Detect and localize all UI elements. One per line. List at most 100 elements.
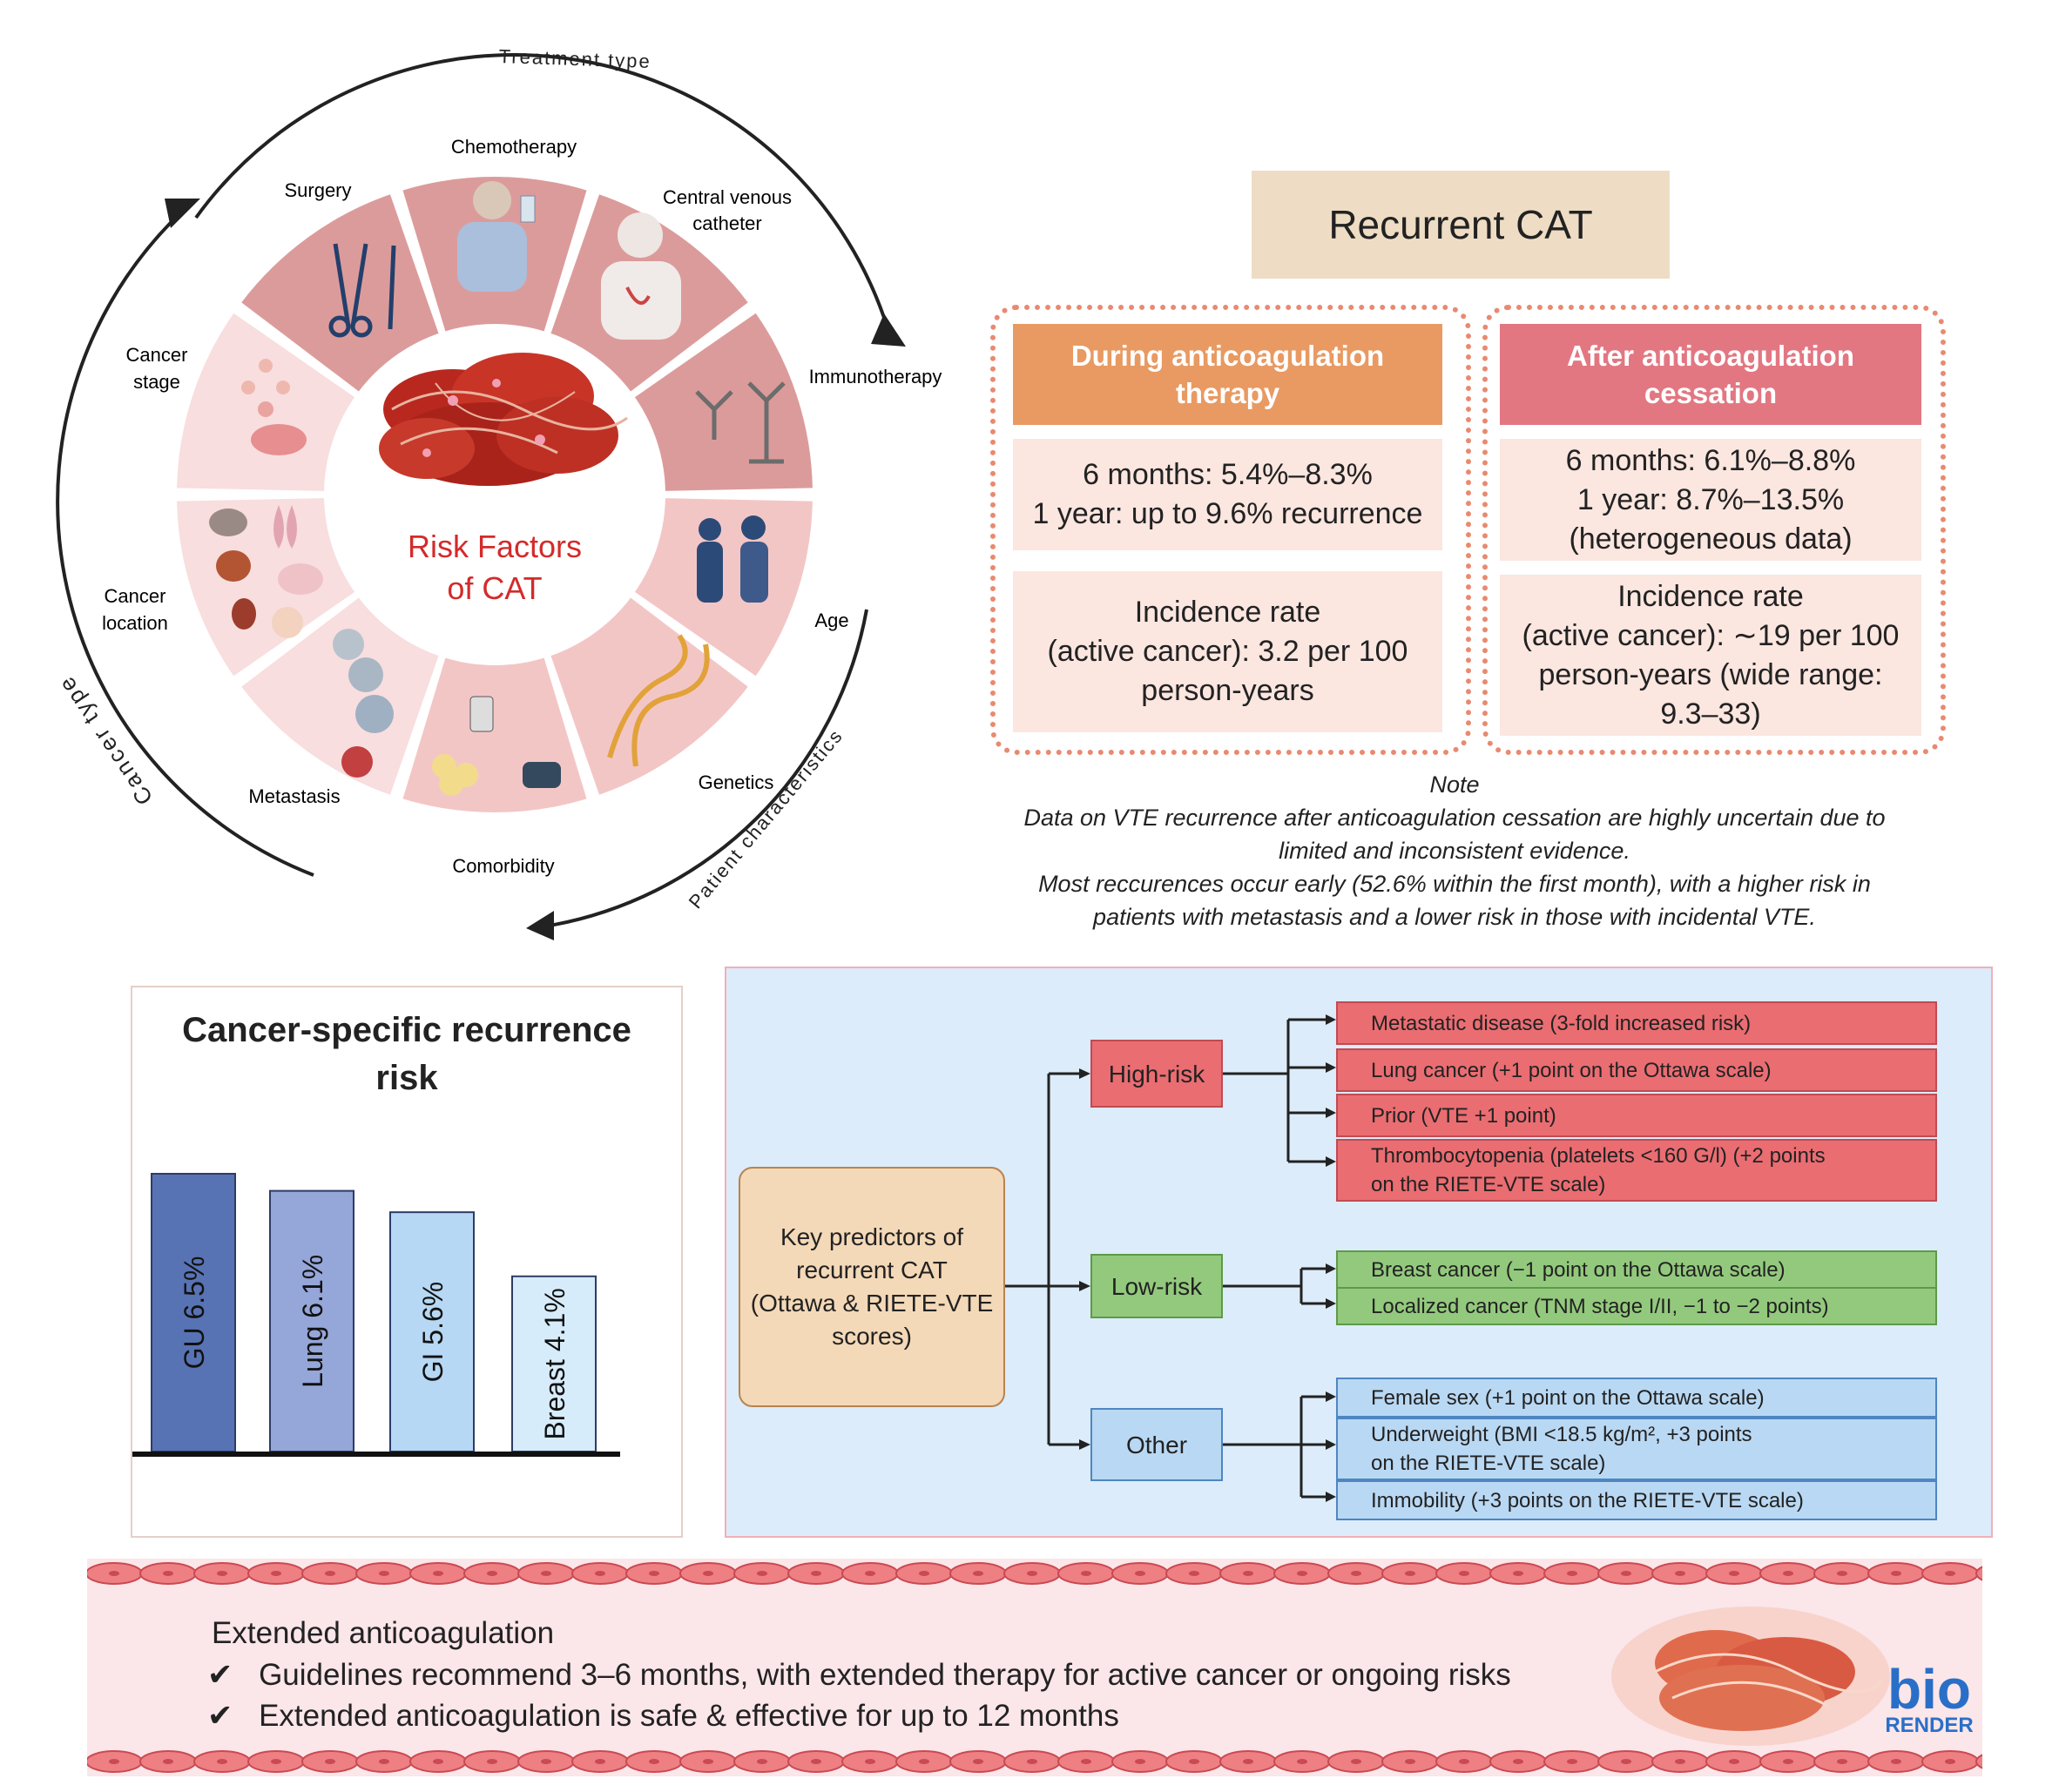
high-risk-label: High-risk (1108, 1060, 1205, 1088)
biorender-logo-render: RENDER (1885, 1714, 1974, 1737)
other-label: Other (1125, 1431, 1188, 1459)
after-cell2-line1: Incidence rate (1617, 579, 1804, 613)
cancer-arrowhead (165, 199, 200, 228)
chemotherapy-patient-icon (457, 181, 536, 292)
blood-clot-icon (1611, 1607, 1890, 1746)
thrombocytopenia-line2: on the RIETE-VTE scale) (1371, 1173, 1606, 1196)
treatment-arrow (194, 53, 893, 340)
banner-heading: Extended anticoagulation (212, 1616, 555, 1650)
treatment-arrowhead (871, 313, 906, 347)
label-genetics: Genetics (699, 771, 774, 793)
dna-icon (607, 634, 710, 767)
during-therapy-header-text: During anticoagulation therapy (1070, 340, 1385, 409)
cell-clusters-icon (241, 359, 307, 455)
center-title-line2: of CAT (447, 570, 542, 606)
metastasis-cells-icon (333, 629, 394, 778)
biorender-logo-bio: bio (1887, 1658, 1971, 1721)
during-therapy-header: During anticoagulation therapy (1013, 324, 1442, 425)
key-predictors-line1: Key predictors of (780, 1223, 964, 1250)
check-icon: ✔ (207, 1658, 233, 1692)
during-cell2-line1: Incidence rate (1134, 596, 1321, 629)
low-risk-box: Low-risk (1090, 1254, 1223, 1318)
after-cessation-header: After anticoagulation cessation (1500, 324, 1921, 425)
during-therapy-panel (990, 305, 1471, 755)
elderly-couple-icon (697, 515, 768, 603)
organs-icon (209, 505, 323, 638)
note-line-1: Data on VTE recurrence after anticoagula… (1023, 805, 1886, 831)
other-box: Other (1090, 1408, 1223, 1481)
underweight-item: Underweight (BMI <18.5 kg/m², +3 points … (1336, 1418, 1937, 1480)
immobility-text: Immobility (+3 points on the RIETE-VTE s… (1371, 1488, 1804, 1512)
bar-label-gi: GI 5.6% (417, 1282, 449, 1383)
surgical-tools-icon (328, 243, 396, 338)
metastatic-disease-text: Metastatic disease (3-fold increased ris… (1371, 1011, 1752, 1035)
bar-lung (269, 1189, 354, 1453)
catheter-torso-icon (601, 212, 681, 340)
bar-chart: GU 6.5%Lung 6.1%GI 5.6%Breast 4.1% (132, 1172, 620, 1457)
cancer-specific-risk-panel: Cancer-specific recurrence risk GU 6.5%L… (131, 986, 683, 1538)
after-cessation-header-text: After anticoagulation cessation (1566, 340, 1855, 409)
high-risk-box: High-risk (1090, 1040, 1223, 1108)
after-cell1-line3: (heterogeneous data) (1569, 522, 1853, 556)
breast-cancer-text: Breast cancer (−1 point on the Ottawa sc… (1371, 1257, 1786, 1282)
after-cell2-line3: person-years (wide range: (1538, 657, 1883, 691)
note-block: Note Data on VTE recurrence after antico… (923, 768, 1986, 933)
female-sex-item: Female sex (+1 point on the Ottawa scale… (1336, 1378, 1937, 1418)
during-therapy-cell-1: 6 months: 5.4%–8.3% 1 year: up to 9.6% r… (1013, 439, 1442, 550)
after-cell1-line1: 6 months: 6.1%–8.8% (1565, 443, 1856, 477)
during-cell1-line2: 1 year: up to 9.6% recurrence (1032, 497, 1423, 530)
center-title-line1: Risk Factors (408, 529, 582, 564)
during-cell2-line3: person-years (1141, 674, 1314, 707)
after-cessation-cell-2: Incidence rate (active cancer): ∼19 per … (1500, 575, 1921, 736)
blood-vessel-border-top (87, 1562, 1982, 1585)
label-metastasis: Metastasis (248, 785, 340, 807)
label-comorbidity: Comorbidity (452, 855, 554, 877)
banner-bullet-1: ✔ Guidelines recommend 3–6 months, with … (207, 1654, 1511, 1695)
risk-factor-wheel: Risk Factors of CAT Treatment type Cance… (52, 45, 942, 940)
breast-cancer-item: Breast cancer (−1 point on the Ottawa sc… (1336, 1250, 1937, 1289)
after-cell1-line2: 1 year: 8.7%–13.5% (1576, 482, 1845, 516)
treatment-type-label: Treatment type (498, 45, 651, 72)
note-line-4: patients with metastasis and a lower ris… (1093, 904, 1816, 930)
underweight-line2: on the RIETE-VTE scale) (1371, 1452, 1606, 1475)
after-cessation-panel (1482, 305, 1946, 755)
banner-bullet-2-text: Extended anticoagulation is safe & effec… (259, 1699, 1119, 1733)
blood-pressure-icon (432, 696, 561, 796)
prior-vte-item: Prior (VTE +1 point) (1336, 1094, 1937, 1137)
key-predictors-line3: (Ottawa & RIETE-VTE (750, 1290, 994, 1317)
note-line-2: limited and inconsistent evidence. (1279, 838, 1630, 864)
underweight-line1: Underweight (BMI <18.5 kg/m², +3 points (1371, 1423, 1752, 1446)
bar-label-breast: Breast 4.1% (539, 1288, 570, 1439)
thrombocytopenia-item: Thrombocytopenia (platelets <160 G/l) (+… (1336, 1139, 1937, 1202)
patient-arrow (543, 609, 868, 928)
key-predictors-line2: recurrent CAT (796, 1256, 948, 1283)
lung-cancer-text: Lung cancer (+1 point on the Ottawa scal… (1371, 1058, 1772, 1082)
key-predictors-box: Key predictors of recurrent CAT (Ottawa … (739, 1167, 1005, 1407)
recurrent-cat-title: Recurrent CAT (1252, 171, 1670, 279)
localized-cancer-text: Localized cancer (TNM stage I/II, −1 to … (1371, 1294, 1829, 1318)
note-title: Note (1429, 771, 1480, 798)
extended-anticoagulation-banner: Extended anticoagulation ✔ Guidelines re… (87, 1559, 1982, 1776)
biorender-logo: bio RENDER (1881, 1658, 1977, 1737)
prior-vte-text: Prior (VTE +1 point) (1371, 1103, 1556, 1128)
during-cell1-line1: 6 months: 5.4%–8.3% (1083, 458, 1373, 491)
during-therapy-cell-2: Incidence rate (active cancer): 3.2 per … (1013, 571, 1442, 732)
label-age: Age (814, 610, 848, 631)
label-immunotherapy: Immunotherapy (809, 366, 942, 387)
predictors-panel: Key predictors of recurrent CAT (Ottawa … (725, 967, 1993, 1538)
antibody-icon (695, 381, 786, 464)
after-cell2-line4: 9.3–33) (1660, 697, 1761, 731)
label-chemotherapy: Chemotherapy (451, 136, 577, 158)
bar-label-gu: GU 6.5% (179, 1256, 210, 1370)
bar-gi (389, 1211, 475, 1452)
chart-title: Cancer-specific recurrence risk (182, 1011, 631, 1097)
during-cell2-line2: (active cancer): 3.2 per 100 (1047, 635, 1408, 668)
cancer-arrow (56, 207, 314, 877)
label-surgery: Surgery (284, 179, 351, 201)
banner-bullet-1-text: Guidelines recommend 3–6 months, with ex… (259, 1658, 1511, 1692)
note-line-3: Most reccurences occur early (52.6% with… (1038, 871, 1871, 897)
bar-breast (511, 1275, 597, 1452)
lung-cancer-item: Lung cancer (+1 point on the Ottawa scal… (1336, 1048, 1937, 1092)
